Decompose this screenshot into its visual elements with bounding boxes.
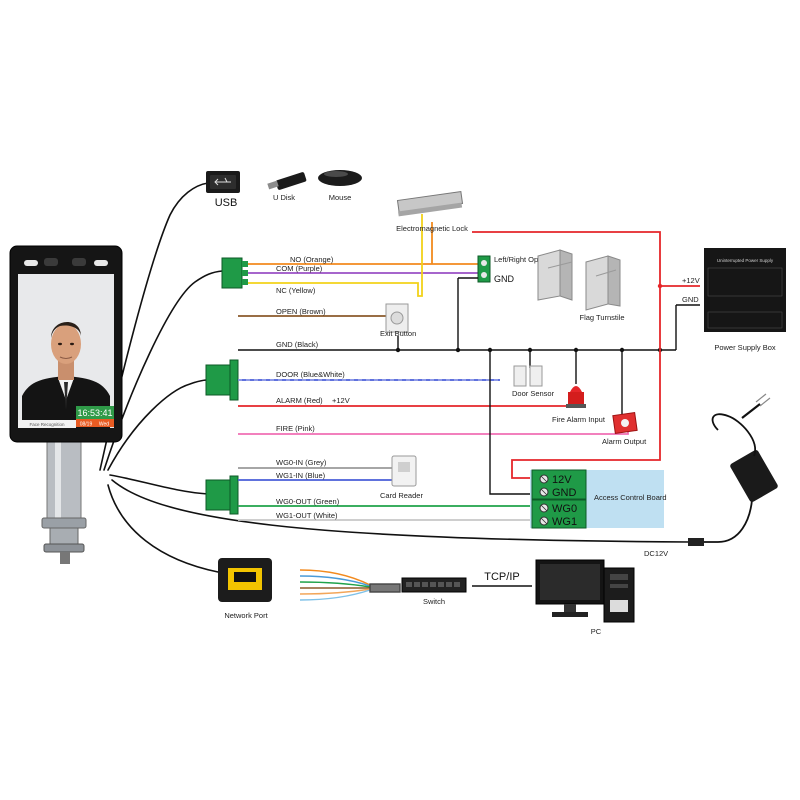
access-control-board: [530, 469, 664, 529]
board-wg0-terminal: WG0: [552, 503, 577, 515]
turnstile-terminal: [477, 255, 491, 283]
usb-connector: USB: [206, 171, 240, 209]
device-weekday: Wed: [99, 422, 109, 428]
network-switch-icon: [401, 577, 467, 593]
io-gnd-label: GND (Black): [276, 340, 319, 349]
wg0-in-label: WG0-IN (Grey): [276, 458, 327, 467]
network-cable-icon: [299, 569, 401, 601]
turnstile-gnd-label: GND: [494, 274, 515, 284]
wg1-in-label: WG1-IN (Blue): [276, 471, 326, 480]
fire-alarm-label: Fire Alarm Input: [552, 415, 606, 424]
mouse-icon: Mouse: [318, 170, 362, 202]
no-label: NO (Orange): [290, 255, 334, 264]
power-box-label: Power Supply Box: [714, 343, 776, 352]
network-port-label: Network Port: [224, 611, 268, 620]
open-label: OPEN (Brown): [276, 307, 326, 316]
wiegand-wires: [238, 467, 530, 521]
door-sensor-label: Door Sensor: [512, 389, 555, 398]
door-sensor-icon: [513, 365, 543, 387]
alarm-12v-label: +12V: [332, 396, 350, 405]
main-cables: [99, 182, 691, 573]
door-label: DOOR (Blue&White): [276, 370, 345, 379]
power-12v-label: +12V: [682, 276, 700, 285]
exit-button-label: Exit Button: [380, 329, 416, 338]
junction-dots: [395, 347, 625, 353]
nc-label: NC (Yellow): [276, 286, 316, 295]
io-terminal-block: [205, 359, 239, 401]
power-gnd-label: GND: [682, 295, 699, 304]
flag-turnstile-label: Flag Turnstile: [579, 313, 624, 322]
alarm-label: ALARM (Red): [276, 396, 323, 405]
exit-button-icon: [385, 303, 409, 333]
card-reader-icon: [391, 455, 417, 487]
face-recognition-terminal: 16:53:41 08/19 Wed Face Recognition: [9, 245, 123, 564]
electromagnetic-lock-icon: [396, 191, 464, 217]
power-box-title: Uninterrupted Power Supply: [717, 258, 774, 263]
board-12v-terminal: 12V: [552, 474, 572, 486]
relay-wires: [248, 214, 661, 352]
network-port-icon: [218, 558, 272, 602]
alarm-output-icon: [612, 411, 638, 435]
wiegand-terminal-block: [205, 475, 239, 515]
usb-label: USB: [215, 197, 238, 209]
device-date: 08/19: [80, 422, 93, 428]
dc-adapter: [688, 393, 778, 546]
em-lock-label: Electromagnetic Lock: [396, 224, 468, 233]
board-wg1-terminal: WG1: [552, 516, 577, 528]
com-label: COM (Purple): [276, 264, 323, 273]
fire-label: FIRE (Pink): [276, 424, 315, 433]
access-board-label: Access Control Board: [594, 493, 667, 502]
device-caption: Face Recognition: [29, 422, 65, 427]
wg1-out-label: WG1-OUT (White): [276, 511, 338, 520]
card-reader-label: Card Reader: [380, 491, 423, 500]
relay-terminal-block: [221, 257, 248, 289]
u-disk-label: U Disk: [273, 193, 295, 202]
mouse-label: Mouse: [329, 193, 352, 202]
dc12v-label: DC12V: [644, 549, 668, 558]
board-gnd-terminal: GND: [552, 487, 577, 499]
pc-label: PC: [591, 627, 602, 636]
left-right-open-label: Left/Right Open: [494, 255, 547, 264]
power-supply-box: Uninterrupted Power Supply: [704, 248, 786, 332]
alarm-output-label: Alarm Output: [602, 437, 647, 446]
wg0-out-label: WG0-OUT (Green): [276, 497, 340, 506]
device-time: 16:53:41: [77, 408, 112, 418]
flag-turnstile-icon: [537, 249, 621, 311]
u-disk-icon: U Disk: [267, 172, 307, 202]
fire-alarm-icon: [566, 386, 586, 408]
switch-label: Switch: [423, 597, 445, 606]
pc-icon: [535, 559, 635, 623]
tcpip-label: TCP/IP: [484, 571, 519, 583]
